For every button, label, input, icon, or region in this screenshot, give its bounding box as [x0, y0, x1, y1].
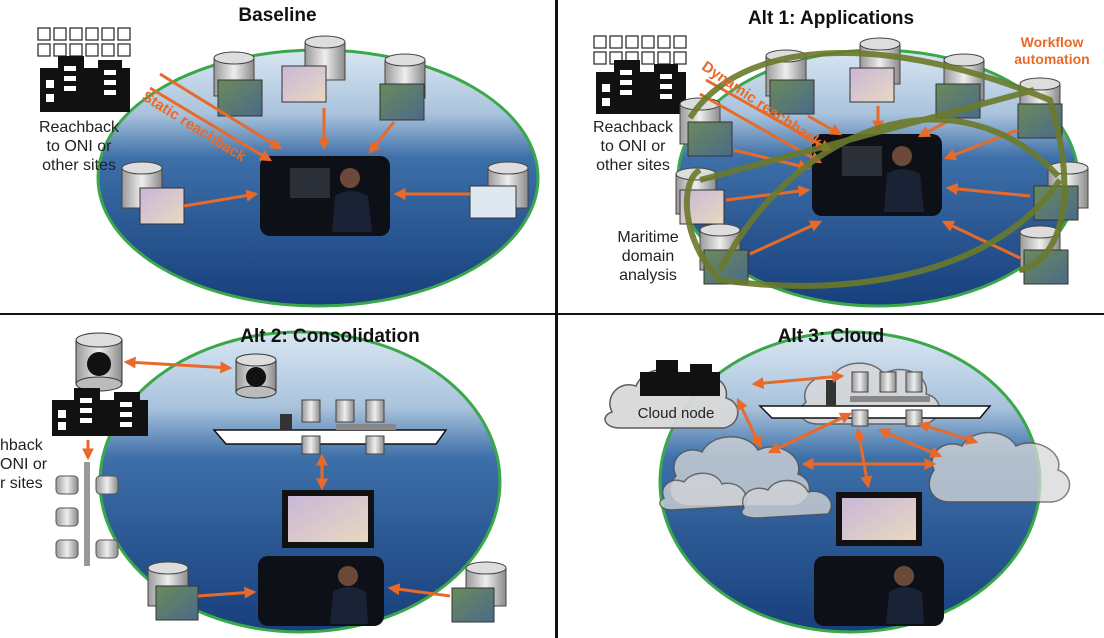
- server-with-screen-icon: [1033, 161, 1089, 221]
- building-icon: [640, 360, 720, 396]
- building-icon: [52, 388, 148, 436]
- panel-title-baseline: Baseline: [238, 5, 317, 26]
- server-with-screen-icon: [451, 561, 507, 623]
- brain-sync-arrow: [123, 356, 233, 374]
- server-with-screen-icon: [469, 161, 529, 219]
- workflow-automation-loop: [683, 50, 1068, 289]
- brain-database-icon: [75, 332, 123, 392]
- server-with-screen-icon: [679, 97, 733, 157]
- server-with-screen-icon: [213, 51, 263, 117]
- cloud-mesh-arrows: [736, 370, 979, 489]
- reachback-label: Reachback to ONI or other sites: [592, 119, 674, 174]
- server-with-screen-icon: [379, 53, 426, 121]
- workflow-automation-label: Workflow automation: [1014, 34, 1090, 67]
- brain-database-icon: [235, 353, 277, 399]
- baseline-arrows: [149, 72, 470, 208]
- alt3-panel: [604, 330, 1071, 634]
- panel-title-alt1: Alt 1: Applications: [747, 8, 915, 29]
- horizontal-divider: [0, 313, 1104, 315]
- database-cluster-icon: [593, 35, 687, 65]
- database-cluster-icon: [37, 27, 131, 57]
- alt2-left-arrow: [197, 586, 257, 599]
- server-with-screen-icon: [281, 35, 346, 103]
- ship-storage-icon: [851, 371, 923, 427]
- reachback-label: hback ONI or r sites: [0, 437, 48, 492]
- alt2-panel: [52, 330, 507, 634]
- storage-array-icon: [55, 462, 119, 566]
- panel-title-alt3: Alt 3: Cloud: [777, 326, 885, 347]
- server-with-screen-icon: [147, 561, 199, 621]
- building-icon: [596, 60, 686, 114]
- panel-title-alt2: Alt 2: Consolidation: [240, 326, 420, 347]
- server-with-screen-icon: [121, 161, 185, 225]
- vertical-divider: [555, 0, 558, 638]
- cloud-icon: [659, 472, 747, 511]
- maritime-domain-analysis-label: Maritime domain analysis: [617, 229, 679, 284]
- cloud-icon: [928, 431, 1071, 503]
- cloud-icon: [740, 479, 833, 519]
- ship-storage-icon: [301, 399, 385, 455]
- building-icon: [40, 56, 130, 112]
- alt2-right-arrow: [387, 583, 451, 598]
- cloud-node-label: Cloud node: [637, 405, 715, 422]
- alt1-panel: [593, 35, 1089, 308]
- reachback-label: Reachback to ONI or other sites: [38, 119, 120, 174]
- ship-icon: [212, 414, 448, 445]
- baseline-panel: [37, 27, 540, 308]
- analyst-workstation-image: [814, 556, 944, 626]
- server-with-screen-icon: [849, 37, 901, 103]
